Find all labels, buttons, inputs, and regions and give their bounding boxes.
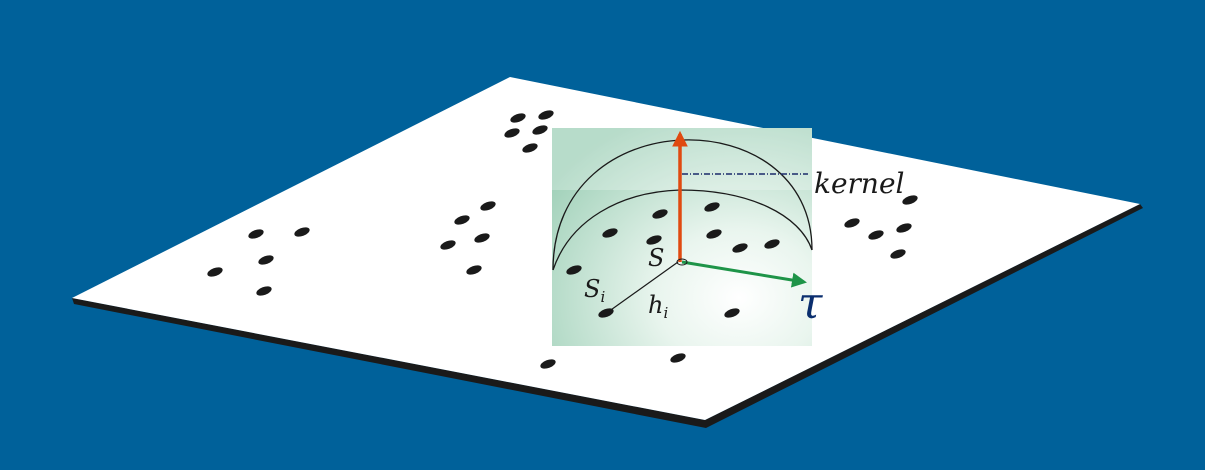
event-point [896, 223, 912, 233]
event-point [522, 143, 538, 153]
point-si-label: Si [584, 275, 605, 306]
event-point [566, 265, 582, 275]
event-point [294, 227, 310, 237]
event-point [207, 267, 223, 277]
event-point [532, 125, 548, 135]
event-points [207, 110, 918, 369]
point-si-base: S [584, 275, 600, 303]
event-point [706, 229, 722, 239]
event-point [454, 215, 470, 225]
event-point [466, 265, 482, 275]
distance-line [607, 261, 679, 313]
event-point [480, 201, 496, 211]
event-point [602, 228, 618, 238]
event-point [258, 255, 274, 265]
event-point [646, 235, 662, 245]
event-point [652, 209, 668, 219]
distance-hi-base: h [648, 291, 663, 319]
event-point [704, 202, 720, 212]
distance-hi-subscript: i [663, 304, 668, 322]
event-point [510, 113, 526, 123]
kernel-label: kernel [814, 167, 904, 200]
event-point [504, 128, 520, 138]
event-point [540, 359, 556, 369]
event-point [256, 286, 272, 296]
event-point [764, 239, 780, 249]
event-point [868, 230, 884, 240]
point-s-label: S [648, 244, 664, 272]
event-point [724, 308, 740, 318]
event-point [440, 240, 456, 250]
event-point [732, 243, 748, 253]
time-axis-arrow [681, 260, 807, 288]
event-point [538, 110, 554, 120]
event-point [474, 233, 490, 243]
event-point [902, 195, 918, 205]
event-point [890, 249, 906, 259]
distance-hi-label: hi [648, 291, 668, 322]
event-point [670, 353, 686, 363]
tau-label: τ [798, 278, 823, 329]
kernel-panel-band [552, 128, 812, 190]
event-point [844, 218, 860, 228]
point-si-subscript: i [600, 288, 605, 306]
event-point [248, 229, 264, 239]
